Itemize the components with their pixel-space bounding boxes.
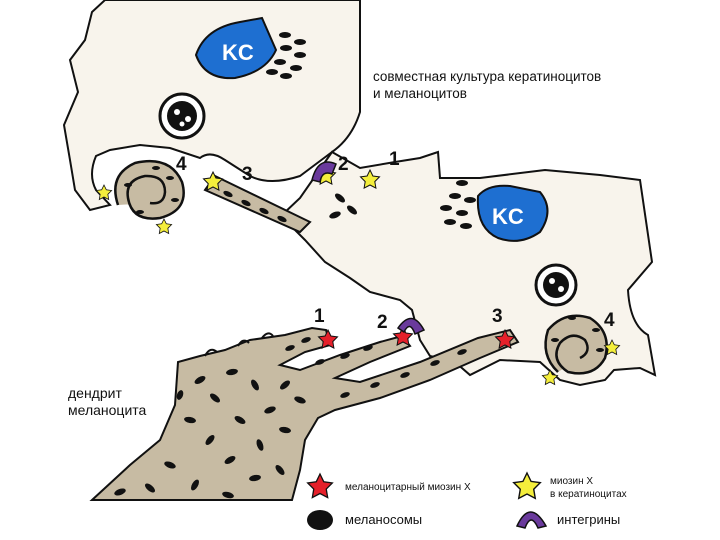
number-lower-1: 1 — [314, 306, 325, 327]
integrin-upper-2 — [311, 161, 337, 183]
legend-red-star-icon — [306, 472, 334, 499]
coculture-label-line1: совместная культура кератиноцитов — [373, 69, 601, 84]
lower-melanosome-cluster — [440, 180, 476, 229]
dendrite-melanosomes — [114, 337, 467, 499]
legend-melanosome-icon — [307, 510, 333, 530]
yellow-star-upper-1 — [359, 168, 381, 190]
dendrite-label-line2: меланоцита — [68, 402, 147, 418]
lower-melanosome-complex — [534, 263, 578, 307]
lower-kc-nucleus — [476, 184, 549, 242]
number-lower-4: 4 — [604, 310, 615, 331]
red-star-lower-1 — [317, 328, 339, 350]
number-upper-4: 4 — [176, 154, 187, 175]
upper-spiral-phagosome — [114, 159, 185, 220]
legend: меланоцитарный миозин X миозин X в керат… — [306, 471, 627, 530]
number-upper-3: 3 — [242, 164, 253, 185]
upper-melanosome-cluster — [266, 32, 306, 79]
red-star-lower-2 — [392, 325, 414, 347]
dendrite-label-line1: дендрит — [68, 385, 122, 401]
legend-integrins: интегрины — [557, 512, 620, 527]
number-lower-3: 3 — [492, 306, 503, 327]
integrin-lower-2 — [396, 317, 426, 336]
number-lower-2: 2 — [377, 312, 388, 333]
melanocyte-dendrite — [89, 326, 520, 501]
number-upper-2: 2 — [338, 154, 349, 175]
legend-yellow-star-icon — [512, 471, 542, 500]
yellow-star-lower-4a — [603, 339, 621, 356]
red-star-lower-3 — [494, 328, 516, 350]
legend-myosin-melanocyte: меланоцитарный миозин X — [345, 482, 471, 493]
lower-kc-label: KC — [492, 204, 524, 229]
legend-myosin-keratinocyte-line2: в кератиноцитах — [550, 489, 627, 500]
upper-small-melanosomes — [329, 193, 357, 219]
legend-integrin-icon — [515, 511, 548, 529]
yellow-star-upper-3 — [202, 170, 224, 192]
upper-kc-label: KC — [222, 40, 254, 65]
upper-kc-nucleus — [194, 16, 278, 80]
coculture-label-line2: и меланоцитов — [373, 86, 467, 101]
legend-myosin-keratinocyte-line1: миозин X — [550, 476, 593, 487]
yellow-star-upper-4b — [155, 218, 173, 235]
upper-melanosome-complex — [158, 92, 206, 140]
yellow-star-lower-4b — [541, 369, 559, 386]
lower-spiral-phagosome — [544, 314, 608, 375]
number-upper-1: 1 — [389, 149, 400, 170]
legend-melanosomes: меланосомы — [345, 512, 422, 527]
yellow-star-upper-4a — [95, 184, 113, 201]
